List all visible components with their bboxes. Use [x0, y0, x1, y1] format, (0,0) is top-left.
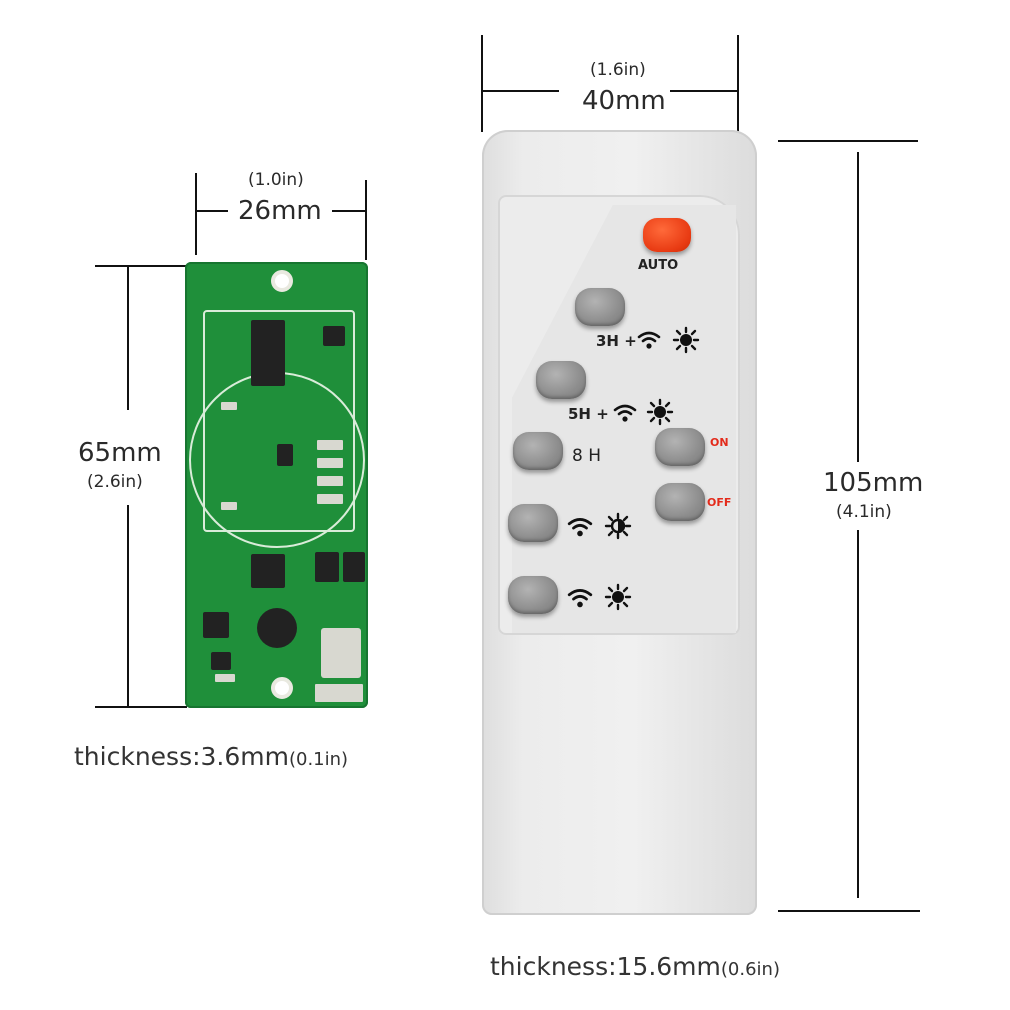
pcb-chip-small — [323, 326, 345, 346]
remote-thickness-inches: (0.6in) — [720, 959, 780, 980]
pcb-height-line-bottom — [127, 505, 129, 706]
pcb-width-left-tick — [195, 173, 197, 255]
pcb-usb-connector — [321, 628, 361, 678]
light-icon — [672, 326, 700, 354]
remote-height-mm: 105mm — [823, 468, 924, 498]
five-hour-label: 5H + — [568, 405, 609, 423]
off-label: OFF — [707, 496, 732, 509]
remote-height-top-tick — [778, 140, 918, 142]
pcb-chip-diode — [211, 652, 231, 670]
remote-thickness-label: thickness:15.6mm — [490, 952, 721, 981]
pcb-pad-6 — [221, 502, 237, 510]
pcb-chip-sensor — [277, 444, 293, 466]
remote-width-right-tick — [737, 35, 739, 132]
on-button[interactable] — [655, 428, 705, 466]
pcb-width-inches: (1.0in) — [248, 170, 304, 190]
off-button[interactable] — [655, 483, 705, 521]
remote-thickness: thickness:15.6mm(0.6in) — [490, 952, 780, 981]
pcb-height-mm: 65mm — [78, 438, 162, 468]
three-hour-button[interactable] — [575, 288, 625, 326]
light-icon — [646, 398, 674, 426]
three-hour-label: 3H + — [596, 332, 637, 350]
remote-width-inches: (1.6in) — [590, 60, 646, 80]
pcb-height-line-top — [127, 265, 129, 410]
pcb-pad-3 — [317, 476, 343, 486]
remote-width-line-left — [482, 90, 559, 92]
sensor-light-full-button[interactable] — [508, 576, 558, 614]
pcb-chip-lower — [251, 554, 285, 588]
remote-height-line-bottom — [857, 530, 859, 898]
pcb-chip-inductor-1 — [315, 552, 339, 582]
eight-hour-label: 8 H — [572, 446, 602, 466]
wifi-icon — [567, 589, 593, 608]
pcb-height-bottom-tick — [95, 706, 187, 708]
remote-width-mm: 40mm — [582, 86, 666, 116]
pcb-width-right-tick — [365, 180, 367, 260]
pcb-width-line-left — [196, 210, 228, 212]
pcb-pad-2 — [317, 458, 343, 468]
pcb-pad-7 — [215, 674, 235, 682]
auto-button[interactable] — [643, 218, 691, 252]
pcb-chip-regulator — [203, 612, 229, 638]
pcb-board — [185, 262, 368, 708]
remote-height-inches: (4.1in) — [836, 502, 892, 522]
light-icon — [604, 512, 632, 540]
remote-height-bottom-tick — [778, 910, 920, 912]
five-hour-button[interactable] — [536, 361, 586, 399]
wifi-icon — [637, 331, 661, 349]
eight-hour-button[interactable] — [513, 432, 563, 470]
pcb-chip-inductor-2 — [343, 552, 365, 582]
pcb-thickness: thickness:3.6mm(0.1in) — [74, 742, 348, 771]
sensor-light-dim-button[interactable] — [508, 504, 558, 542]
pcb-height-inches: (2.6in) — [87, 472, 143, 492]
pcb-mount-hole-bottom — [271, 677, 293, 699]
remote-width-left-tick — [481, 35, 483, 132]
pcb-width-mm: 26mm — [238, 196, 322, 226]
pcb-pad-bottom — [315, 684, 363, 702]
remote-width-line-right — [670, 90, 737, 92]
wifi-icon — [613, 404, 637, 422]
pcb-height-top-tick — [95, 265, 190, 267]
pcb-transistor-sensor — [257, 608, 297, 648]
light-icon — [604, 583, 632, 611]
auto-label: AUTO — [638, 258, 679, 273]
on-label: ON — [710, 436, 729, 449]
pcb-pad-5 — [221, 402, 237, 410]
pcb-thickness-inches: (0.1in) — [288, 749, 349, 770]
pcb-thickness-label: thickness:3.6mm — [74, 742, 289, 771]
pcb-chip-main — [251, 320, 285, 386]
wifi-icon — [567, 518, 593, 537]
pcb-pad-1 — [317, 440, 343, 450]
pcb-pad-4 — [317, 494, 343, 504]
remote-height-line-top — [857, 152, 859, 462]
pcb-mount-hole-top — [271, 270, 293, 292]
pcb-width-line-right — [332, 210, 365, 212]
